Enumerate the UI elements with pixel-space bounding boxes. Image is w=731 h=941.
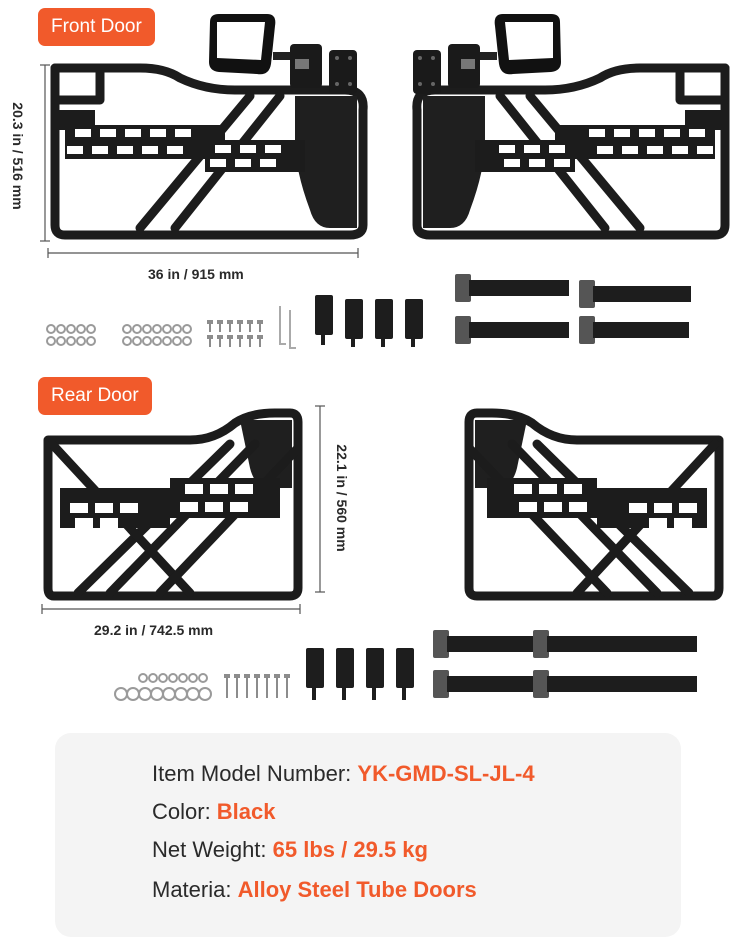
spec-color-label: Color: (152, 799, 217, 824)
rear-door-straps (433, 630, 697, 698)
spec-color-row: Color: Black (152, 799, 276, 825)
front-hardware-bolts (207, 320, 263, 347)
front-door-straps (455, 274, 691, 344)
specs-card: Item Model Number: YK-GMD-SL-JL-4 Color:… (55, 733, 681, 937)
spec-material-label: Materia: (152, 877, 238, 902)
front-height-label: 20.3 in / 516 mm (10, 102, 26, 210)
front-width-dimension-line (47, 248, 359, 258)
spec-model-row: Item Model Number: YK-GMD-SL-JL-4 (152, 761, 535, 787)
spec-material-value: Alloy Steel Tube Doors (237, 877, 477, 902)
front-left-door (50, 63, 368, 240)
front-hardware-washers (46, 324, 192, 346)
spec-model-label: Item Model Number: (152, 761, 358, 786)
rear-width-dimension-line (41, 604, 301, 614)
front-right-mirror (413, 14, 561, 94)
front-right-door (412, 63, 730, 240)
spec-color-value: Black (216, 799, 276, 824)
rear-height-dimension-line (315, 405, 325, 593)
rear-left-door-cutouts (60, 478, 280, 528)
front-left-mirror (209, 14, 357, 94)
spec-weight-label: Net Weight: (152, 837, 273, 862)
rear-hinges (306, 648, 414, 700)
spec-model-value: YK-GMD-SL-JL-4 (357, 761, 535, 786)
rear-hardware-washers (114, 673, 212, 701)
front-hardware-hex-keys (279, 306, 296, 349)
rear-hardware-bolts (224, 674, 290, 698)
spec-weight-row: Net Weight: 65 lbs / 29.5 kg (152, 837, 428, 863)
rear-door-tag: Rear Door (38, 377, 152, 415)
front-left-door-cutouts (65, 125, 305, 172)
spec-weight-value: 65 lbs / 29.5 kg (272, 837, 428, 862)
rear-width-label: 29.2 in / 742.5 mm (94, 622, 214, 638)
spec-material-row: Materia: Alloy Steel Tube Doors (152, 877, 477, 903)
front-door-tag: Front Door (38, 8, 155, 46)
rear-right-door (464, 408, 724, 601)
front-height-dimension-line (40, 64, 50, 242)
front-width-label: 36 in / 915 mm (148, 266, 244, 282)
rear-left-door (43, 408, 303, 601)
front-hinges (315, 295, 423, 347)
rear-height-label: 22.1 in / 560 mm (334, 444, 350, 552)
